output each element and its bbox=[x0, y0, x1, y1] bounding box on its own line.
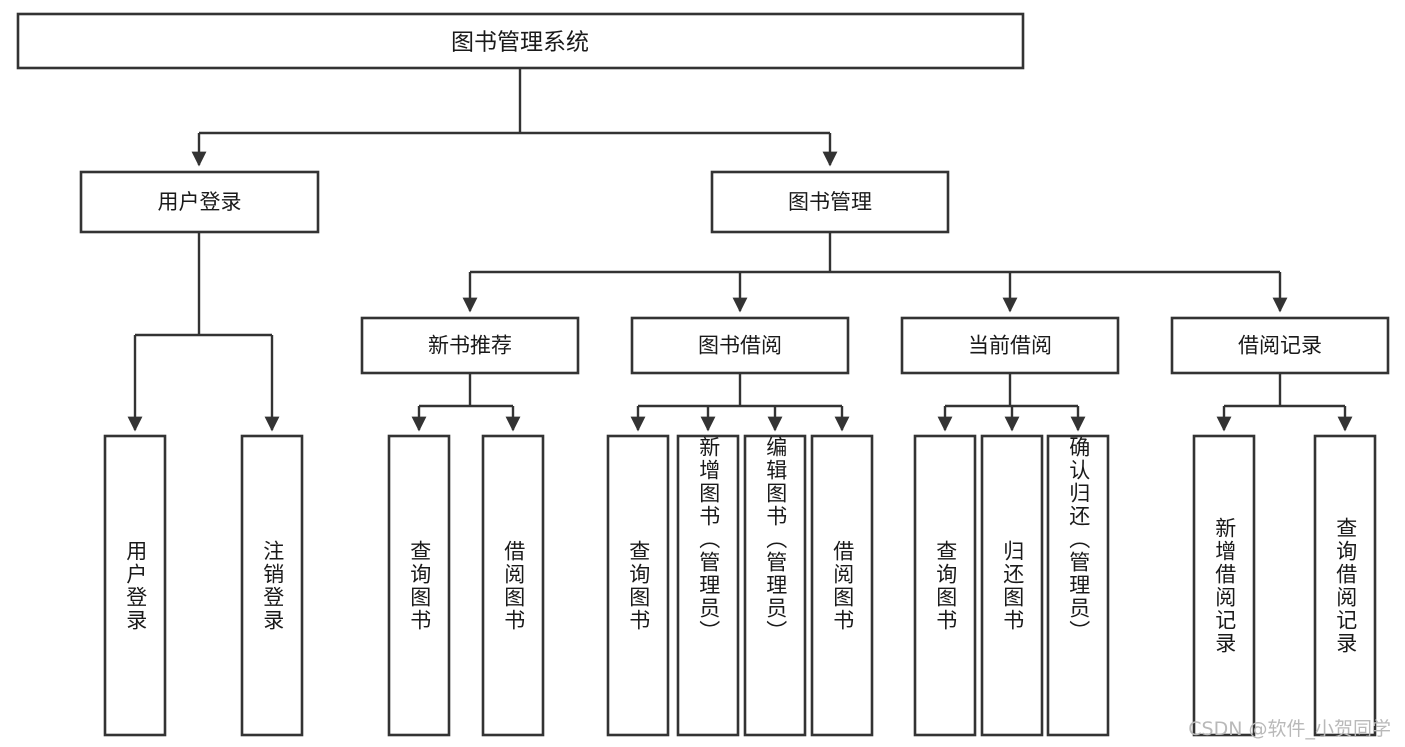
node-root[interactable]: 图书管理系统 bbox=[16, 12, 1025, 70]
leaf-box-user-login-1[interactable] bbox=[103, 434, 167, 737]
leaf-box-current-borrow-1[interactable] bbox=[913, 434, 977, 737]
node-new-book-recommend-box[interactable] bbox=[360, 316, 580, 375]
node-book-manage[interactable]: 图书管理 bbox=[710, 170, 950, 234]
leaf-group-user-login bbox=[103, 434, 304, 737]
leaf-box-book-borrow-3[interactable] bbox=[743, 434, 807, 737]
node-root-label: 图书管理系统 bbox=[451, 30, 589, 56]
node-new-book-recommend-label: 新书推荐 bbox=[428, 334, 512, 358]
node-borrow-record-box[interactable] bbox=[1170, 316, 1390, 375]
node-book-manage-label: 图书管理 bbox=[788, 190, 872, 214]
leaf-box-book-borrow-1[interactable] bbox=[606, 434, 670, 737]
node-user-login-box[interactable] bbox=[79, 170, 320, 234]
leaf-group-new-book-recommend bbox=[387, 434, 545, 737]
node-user-login[interactable]: 用户登录 bbox=[79, 170, 320, 234]
leaf-group-current-borrow bbox=[913, 434, 1110, 737]
leaf-box-new-book-1[interactable] bbox=[387, 434, 451, 737]
node-book-borrow-label: 图书借阅 bbox=[698, 334, 782, 358]
node-book-borrow-box[interactable] bbox=[630, 316, 850, 375]
leaf-box-current-borrow-3[interactable] bbox=[1046, 434, 1110, 737]
connector-group-borrow-record bbox=[1216, 373, 1353, 432]
connector-group-book-borrow bbox=[630, 373, 850, 432]
connector-group-root bbox=[191, 68, 838, 167]
node-current-borrow[interactable]: 当前借阅 bbox=[900, 316, 1120, 375]
leaf-box-user-login-2[interactable] bbox=[240, 434, 304, 737]
node-book-borrow[interactable]: 图书借阅 bbox=[630, 316, 850, 375]
node-current-borrow-box[interactable] bbox=[900, 316, 1120, 375]
leaf-group-book-borrow bbox=[606, 434, 874, 737]
connector-group-user-login bbox=[127, 232, 280, 432]
node-new-book-recommend[interactable]: 新书推荐 bbox=[360, 316, 580, 375]
leaf-box-borrow-record-1[interactable] bbox=[1192, 434, 1256, 737]
node-borrow-record[interactable]: 借阅记录 bbox=[1170, 316, 1390, 375]
leaf-group-borrow-record bbox=[1192, 434, 1377, 737]
node-user-login-label: 用户登录 bbox=[158, 190, 242, 214]
connector-group-book-manage bbox=[462, 232, 1288, 313]
leaf-box-borrow-record-2[interactable] bbox=[1313, 434, 1377, 737]
leaf-box-book-borrow-4[interactable] bbox=[810, 434, 874, 737]
leaf-box-current-borrow-2[interactable] bbox=[980, 434, 1044, 737]
node-book-manage-box[interactable] bbox=[710, 170, 950, 234]
node-borrow-record-label: 借阅记录 bbox=[1238, 334, 1322, 358]
connector-group-current-borrow bbox=[937, 373, 1086, 432]
connector-group-new-book bbox=[411, 373, 521, 432]
leaf-box-book-borrow-2[interactable] bbox=[676, 434, 740, 737]
leaf-box-new-book-2[interactable] bbox=[481, 434, 545, 737]
node-root-box[interactable] bbox=[16, 12, 1025, 70]
node-current-borrow-label: 当前借阅 bbox=[968, 334, 1052, 358]
